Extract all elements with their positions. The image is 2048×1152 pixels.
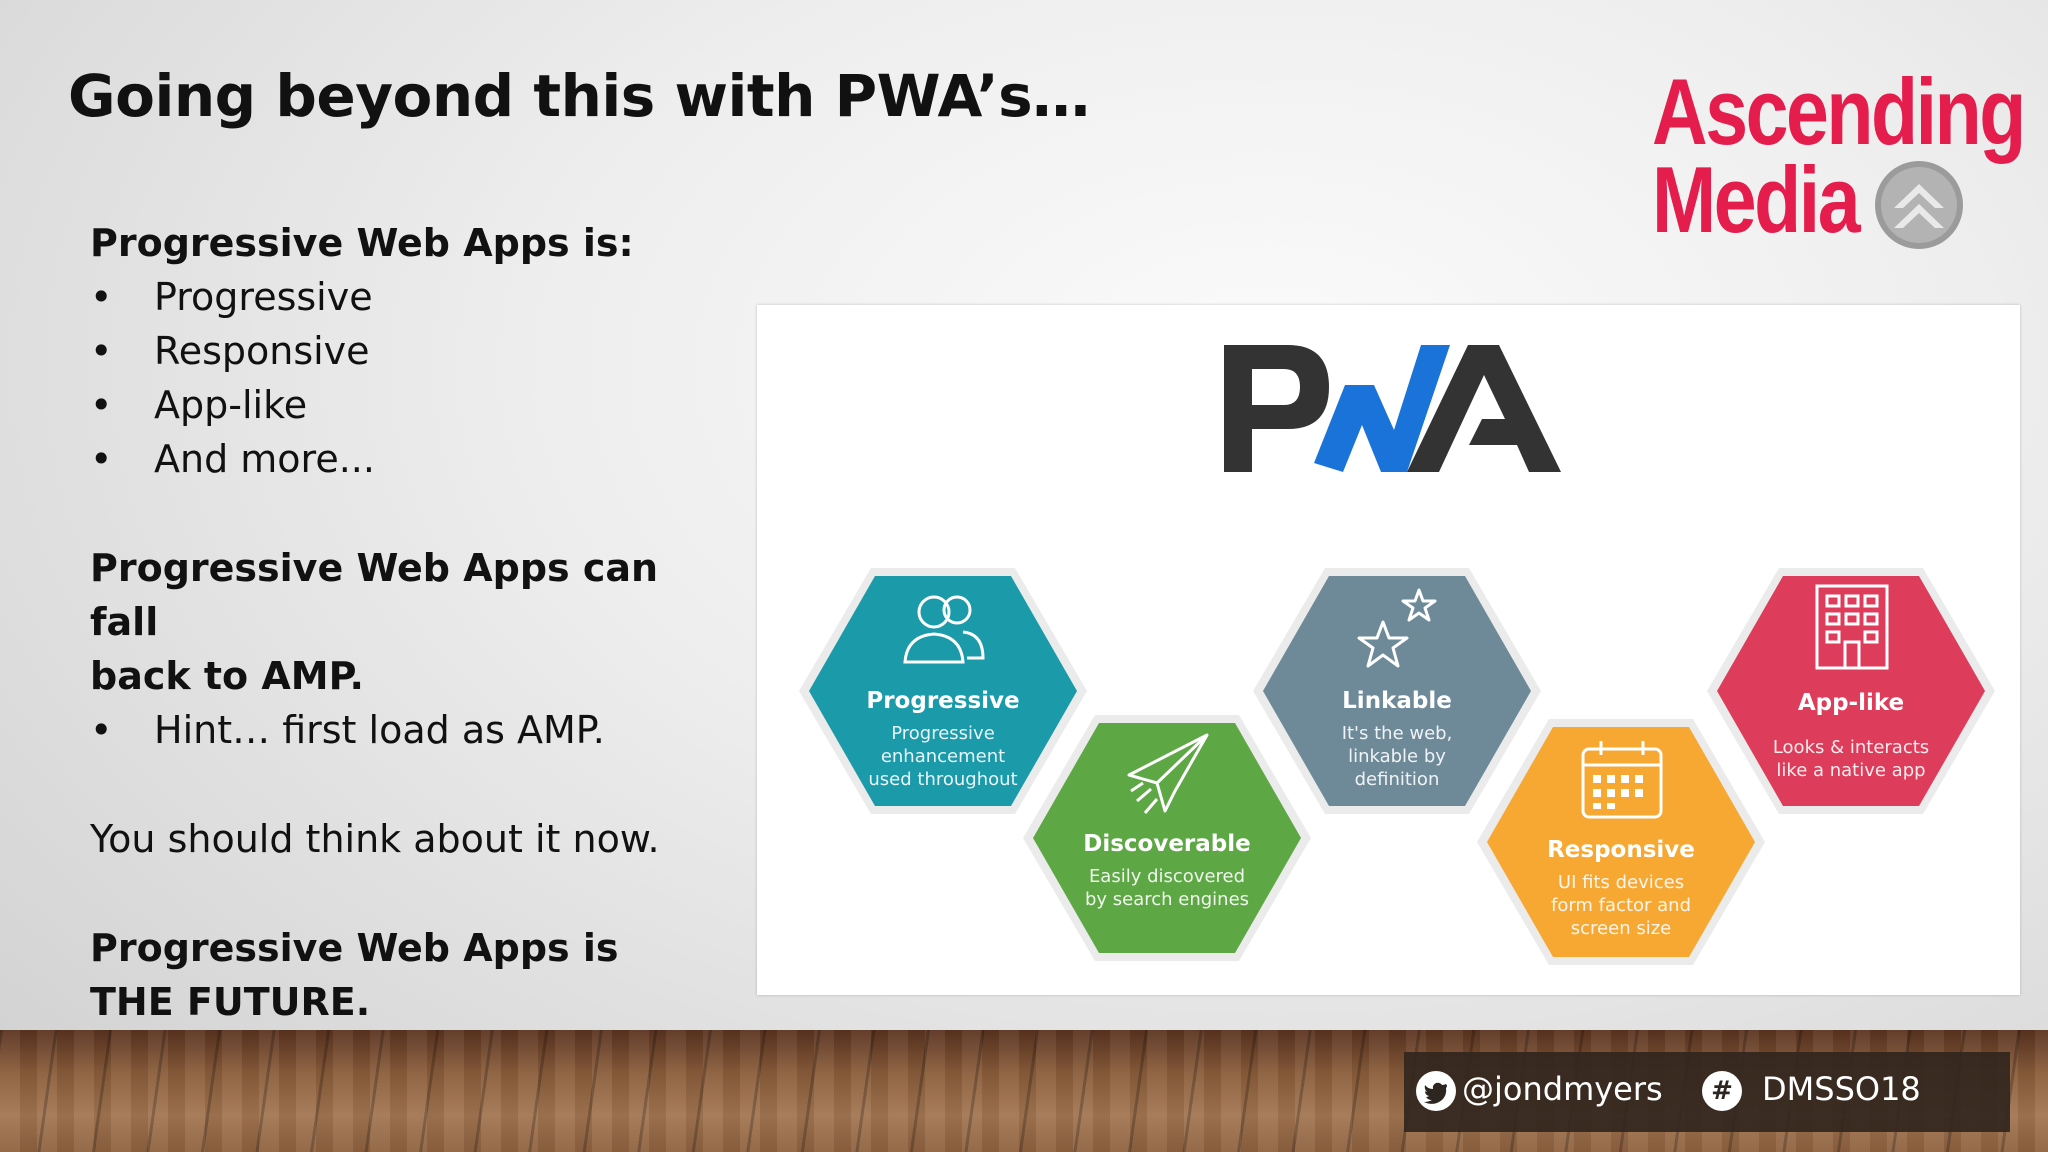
- hex-linkable: Linkable It's the web, linkable by defin…: [1249, 560, 1545, 822]
- social-bar: @jondmyers # DMSSO18: [1404, 1052, 2010, 1132]
- list-item: •App-like: [90, 378, 730, 432]
- pwa-logo: [1224, 345, 1561, 472]
- statement-text: You should think about it now.: [90, 817, 660, 861]
- ascending-media-logo: Ascending Media: [1652, 59, 2026, 258]
- hashtag-text: DMSSO18: [1762, 1070, 1921, 1108]
- hashtag[interactable]: # DMSSO18: [1702, 1066, 1921, 1112]
- heading-is: Progressive Web Apps is:: [90, 221, 634, 265]
- hex-title: Linkable: [1342, 688, 1452, 714]
- bullet: •: [90, 329, 113, 373]
- stars-icon: [1357, 588, 1437, 668]
- twitter-handle-text: @jondmyers: [1462, 1070, 1663, 1108]
- heading-future-line-1: Progressive Web Apps is: [90, 926, 619, 970]
- users-icon: [903, 595, 985, 664]
- hex-responsive: Responsive UI fits devices form factor a…: [1473, 711, 1769, 973]
- paper-plane-icon: [1127, 733, 1209, 814]
- bullet: •: [90, 383, 113, 427]
- hex-title: Progressive: [866, 688, 1020, 714]
- list-item: •Responsive: [90, 324, 730, 378]
- hashtag-icon: #: [1702, 1071, 1742, 1111]
- hex-app-like: App-like Looks & interacts like a native…: [1703, 560, 1999, 822]
- pwa-infographic: Progressive Progressive enhancement used…: [757, 305, 2020, 995]
- hex-discoverable: Discoverable Easily discovered by search…: [1019, 707, 1315, 969]
- chevron-up-badge-icon: [1875, 161, 1963, 249]
- hex-progressive: Progressive Progressive enhancement used…: [795, 560, 1091, 822]
- hint-list: •Hint… first load as AMP.: [90, 703, 730, 757]
- hex-title: App-like: [1797, 690, 1905, 716]
- bullet: •: [90, 275, 113, 319]
- twitter-handle[interactable]: @jondmyers: [1416, 1066, 1663, 1112]
- list-item: •And more...: [90, 432, 730, 486]
- logo-line-2: Media: [1652, 147, 1861, 252]
- list-item: •Hint… first load as AMP.: [90, 703, 730, 757]
- bullet: •: [90, 708, 113, 752]
- building-icon: [1815, 584, 1889, 670]
- calendar-icon: [1581, 741, 1663, 819]
- feature-list: •Progressive •Responsive •App-like •And …: [90, 270, 730, 486]
- heading-amp-line-2: back to AMP.: [90, 654, 364, 698]
- slide-title: Going beyond this with PWA’s…: [68, 62, 1090, 130]
- bullet: •: [90, 437, 113, 481]
- logo-line-1: Ascending: [1652, 59, 2026, 164]
- slide-body: Progressive Web Apps is: •Progressive •R…: [90, 216, 730, 1029]
- heading-amp-line-1: Progressive Web Apps can fall: [90, 546, 659, 644]
- heading-future-line-2: THE FUTURE.: [90, 980, 371, 1024]
- hex-title: Responsive: [1547, 837, 1695, 863]
- twitter-bird-icon: [1416, 1071, 1456, 1111]
- list-item: •Progressive: [90, 270, 730, 324]
- hex-title: Discoverable: [1083, 831, 1251, 857]
